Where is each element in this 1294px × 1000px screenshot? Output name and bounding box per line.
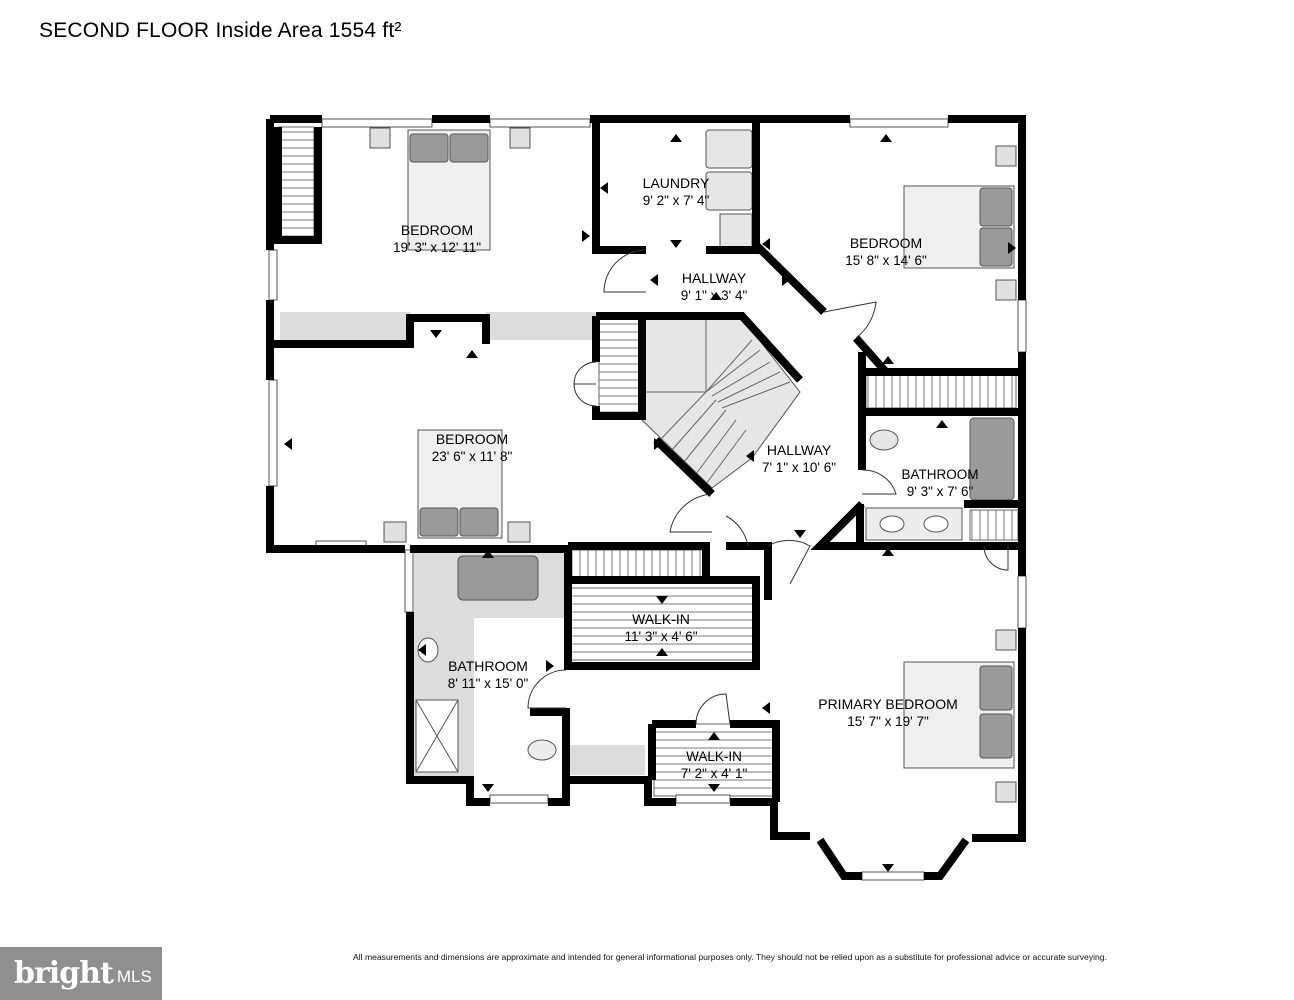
- bathroom-sw-fixtures: [415, 555, 557, 773]
- room-name: BATHROOM: [901, 467, 979, 482]
- room-dimensions: 9' 2" x 7' 4": [642, 193, 710, 208]
- room-laundry: LAUNDRY 9' 2" x 7' 4": [626, 175, 726, 209]
- room-primary-bedroom: PRIMARY BEDROOM 15' 7" x 19' 7": [806, 696, 970, 730]
- room-name: LAUNDRY: [642, 175, 710, 191]
- bed-nw: [369, 127, 531, 251]
- room-walkin-large: WALK-IN 11' 3" x 4' 6": [604, 611, 718, 645]
- room-dimensions: 7' 2" x 4' 1": [680, 766, 748, 781]
- watermark-suffix: MLS: [116, 966, 152, 986]
- room-bedroom-ne: BEDROOM 15' 8" x 14' 6": [826, 235, 946, 269]
- room-name: HALLWAY: [766, 442, 832, 458]
- room-dimensions: 8' 11" x 15' 0": [447, 676, 529, 691]
- room-name: WALK-IN: [686, 749, 742, 764]
- room-name: HALLWAY: [681, 270, 747, 286]
- page-title: SECOND FLOOR Inside Area 1554 ft²: [39, 19, 402, 42]
- room-name: BEDROOM: [435, 431, 509, 447]
- room-bathroom-e: BATHROOM 9' 3" x 7' 6": [888, 466, 992, 500]
- walls: [266, 115, 1026, 880]
- room-name: PRIMARY BEDROOM: [818, 696, 958, 712]
- room-dimensions: 19' 3" x 12' 11": [392, 240, 482, 255]
- room-bedroom-w: BEDROOM 23' 6" x 11' 8": [412, 431, 532, 465]
- room-bathroom-sw: BATHROOM 8' 11" x 15' 0": [428, 658, 548, 692]
- bright-mls-watermark: bright MLS: [0, 947, 162, 1000]
- doors: [527, 249, 1009, 725]
- room-dimensions: 9' 1" x 3' 4": [680, 288, 748, 303]
- room-dimensions: 15' 8" x 14' 6": [845, 253, 927, 268]
- room-hallway-center: HALLWAY 7' 1" x 10' 6": [742, 442, 856, 476]
- room-name: BATHROOM: [448, 658, 528, 674]
- bed-w: [383, 429, 531, 543]
- room-dimensions: 15' 7" x 19' 7": [847, 714, 929, 729]
- watermark-logo: bright: [14, 956, 114, 991]
- direction-arrows: [284, 134, 1016, 872]
- room-name: BEDROOM: [400, 222, 474, 238]
- room-walkin-small: WALK-IN 7' 2" x 4' 1": [664, 748, 764, 782]
- room-hallway-upper: HALLWAY 9' 1" x 3' 4": [660, 270, 768, 304]
- bathroom-e-fixtures: [865, 417, 1015, 541]
- room-name: BEDROOM: [849, 235, 923, 251]
- room-dimensions: 7' 1" x 10' 6": [761, 460, 837, 475]
- bed-primary: [903, 629, 1017, 803]
- room-name: WALK-IN: [632, 611, 690, 627]
- room-dimensions: 11' 3" x 4' 6": [624, 629, 698, 644]
- room-dimensions: 23' 6" x 11' 8": [431, 449, 513, 464]
- bed-ne: [903, 145, 1017, 301]
- room-bedroom-nw: BEDROOM 19' 3" x 12' 11": [378, 222, 496, 256]
- disclaimer: All measurements and dimensions are appr…: [353, 952, 1107, 962]
- room-dimensions: 9' 3" x 7' 6": [906, 484, 974, 499]
